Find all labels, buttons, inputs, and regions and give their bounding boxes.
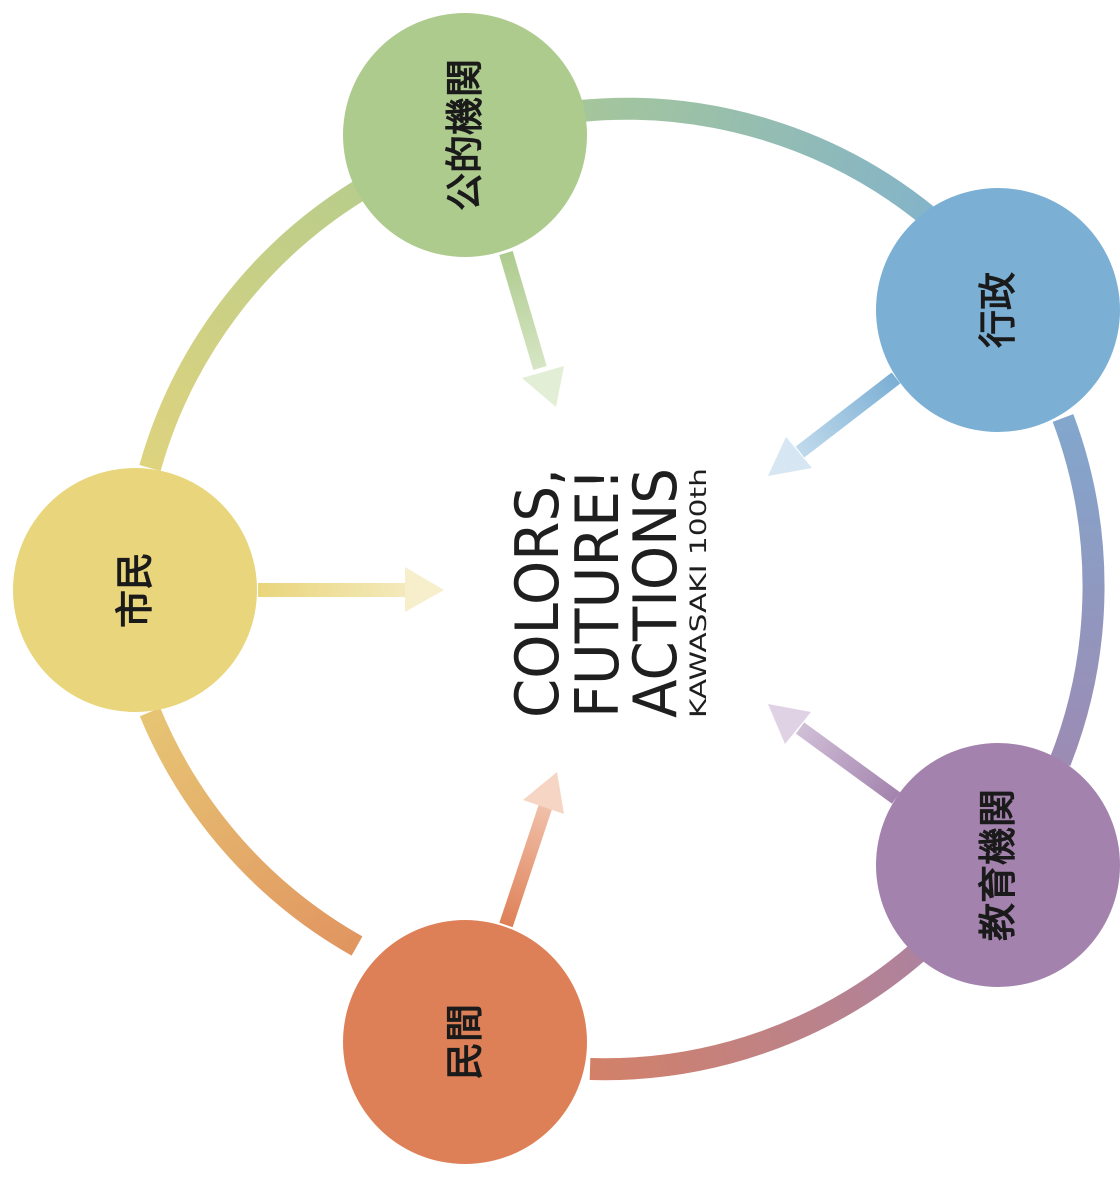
ring-arc-education-to-private — [589, 943, 926, 1081]
node-education-label: 教育機関 — [976, 789, 1020, 941]
ring-arc-citizen-to-public — [139, 180, 366, 471]
node-education: 教育機関 — [876, 743, 1120, 987]
center-logo: COLORS, FUTURE! ACTIONS KAWASAKI 100th — [503, 468, 712, 718]
logo-line-kawasaki: KAWASAKI 100th — [687, 468, 712, 718]
ring-arc-admin-to-education — [1049, 414, 1105, 767]
node-citizen-label: 市民 — [113, 552, 157, 628]
logo-line-actions: ACTIONS — [621, 468, 691, 718]
node-citizen: 市民 — [13, 468, 257, 712]
node-public-label: 公的機関 — [443, 59, 487, 211]
node-public: 公的機関 — [343, 13, 587, 257]
arrow-public — [499, 251, 564, 407]
arrow-private — [499, 772, 564, 928]
arrows — [258, 251, 901, 928]
node-admin-label: 行政 — [976, 272, 1020, 348]
logo-line-future: FUTURE! — [563, 468, 633, 718]
arrow-admin — [768, 372, 901, 476]
node-private: 民間 — [343, 920, 587, 1164]
node-admin: 行政 — [876, 188, 1120, 432]
arrow-education — [768, 704, 901, 804]
node-private-label: 民間 — [443, 1004, 487, 1080]
outer-ring — [139, 97, 1105, 1081]
arrow-citizen — [258, 567, 444, 612]
ring-arc-private-to-citizen — [139, 707, 363, 956]
ring-arc-public-to-admin — [578, 97, 935, 225]
logo-line-colors: COLORS, — [503, 468, 573, 718]
